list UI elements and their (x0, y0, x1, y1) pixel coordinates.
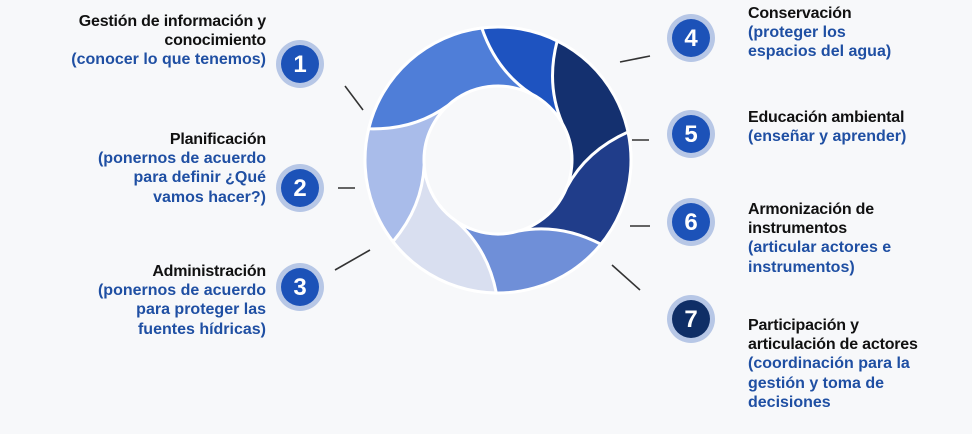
step-description-line: instrumentos) (748, 258, 968, 277)
step-number: 2 (293, 175, 306, 202)
connector-line-7 (612, 265, 640, 290)
step-title-line: Participación y (748, 316, 970, 335)
step-description-line: fuentes hídricas) (8, 320, 266, 339)
step-description-line: (ponernos de acuerdo (8, 281, 266, 300)
step-description-line: vamos hacer?) (8, 188, 266, 207)
step-description-line: (ponernos de acuerdo (8, 149, 266, 168)
step-number: 5 (684, 121, 697, 148)
step-description-line: (proteger los (748, 23, 968, 42)
step-description-line: (coordinación para la (748, 354, 970, 373)
step-badge-1: 1 (276, 40, 324, 88)
step-description-line: decisiones (748, 393, 970, 412)
step-title-line: Planificación (8, 130, 266, 149)
step-badge-3: 3 (276, 263, 324, 311)
step-label-5: Educación ambiental(enseñar y aprender) (748, 108, 968, 146)
step-description-line: (articular actores e (748, 238, 968, 257)
step-description-line: espacios del agua) (748, 42, 968, 61)
step-number: 1 (293, 51, 306, 78)
step-title-line: instrumentos (748, 219, 968, 238)
step-badge-6: 6 (667, 198, 715, 246)
connector-line-3 (335, 250, 370, 270)
step-description-line: para proteger las (8, 300, 266, 319)
step-description-line: (conocer lo que tenemos) (8, 50, 266, 69)
step-title-line: conocimiento (8, 31, 266, 50)
step-number: 3 (293, 274, 306, 301)
step-badge-7: 7 (667, 295, 715, 343)
step-title-line: Gestión de información y (8, 12, 266, 31)
step-number: 4 (684, 25, 698, 52)
step-title-line: Conservación (748, 4, 968, 23)
step-badge-5: 5 (667, 110, 715, 158)
step-description-line: gestión y toma de (748, 374, 970, 393)
connector-line-1 (345, 86, 363, 110)
step-number: 6 (684, 209, 697, 236)
step-title-line: Administración (8, 262, 266, 281)
step-title-line: articulación de actores (748, 335, 970, 354)
cycle-center (428, 90, 568, 230)
step-title-line: Educación ambiental (748, 108, 968, 127)
connector-line-4 (620, 56, 650, 62)
step-title-line: Armonización de (748, 200, 968, 219)
step-description-line: (enseñar y aprender) (748, 127, 968, 146)
step-badge-2: 2 (276, 164, 324, 212)
step-badge-4: 4 (667, 14, 715, 62)
step-number: 7 (684, 306, 697, 333)
step-description-line: para definir ¿Qué (8, 168, 266, 187)
